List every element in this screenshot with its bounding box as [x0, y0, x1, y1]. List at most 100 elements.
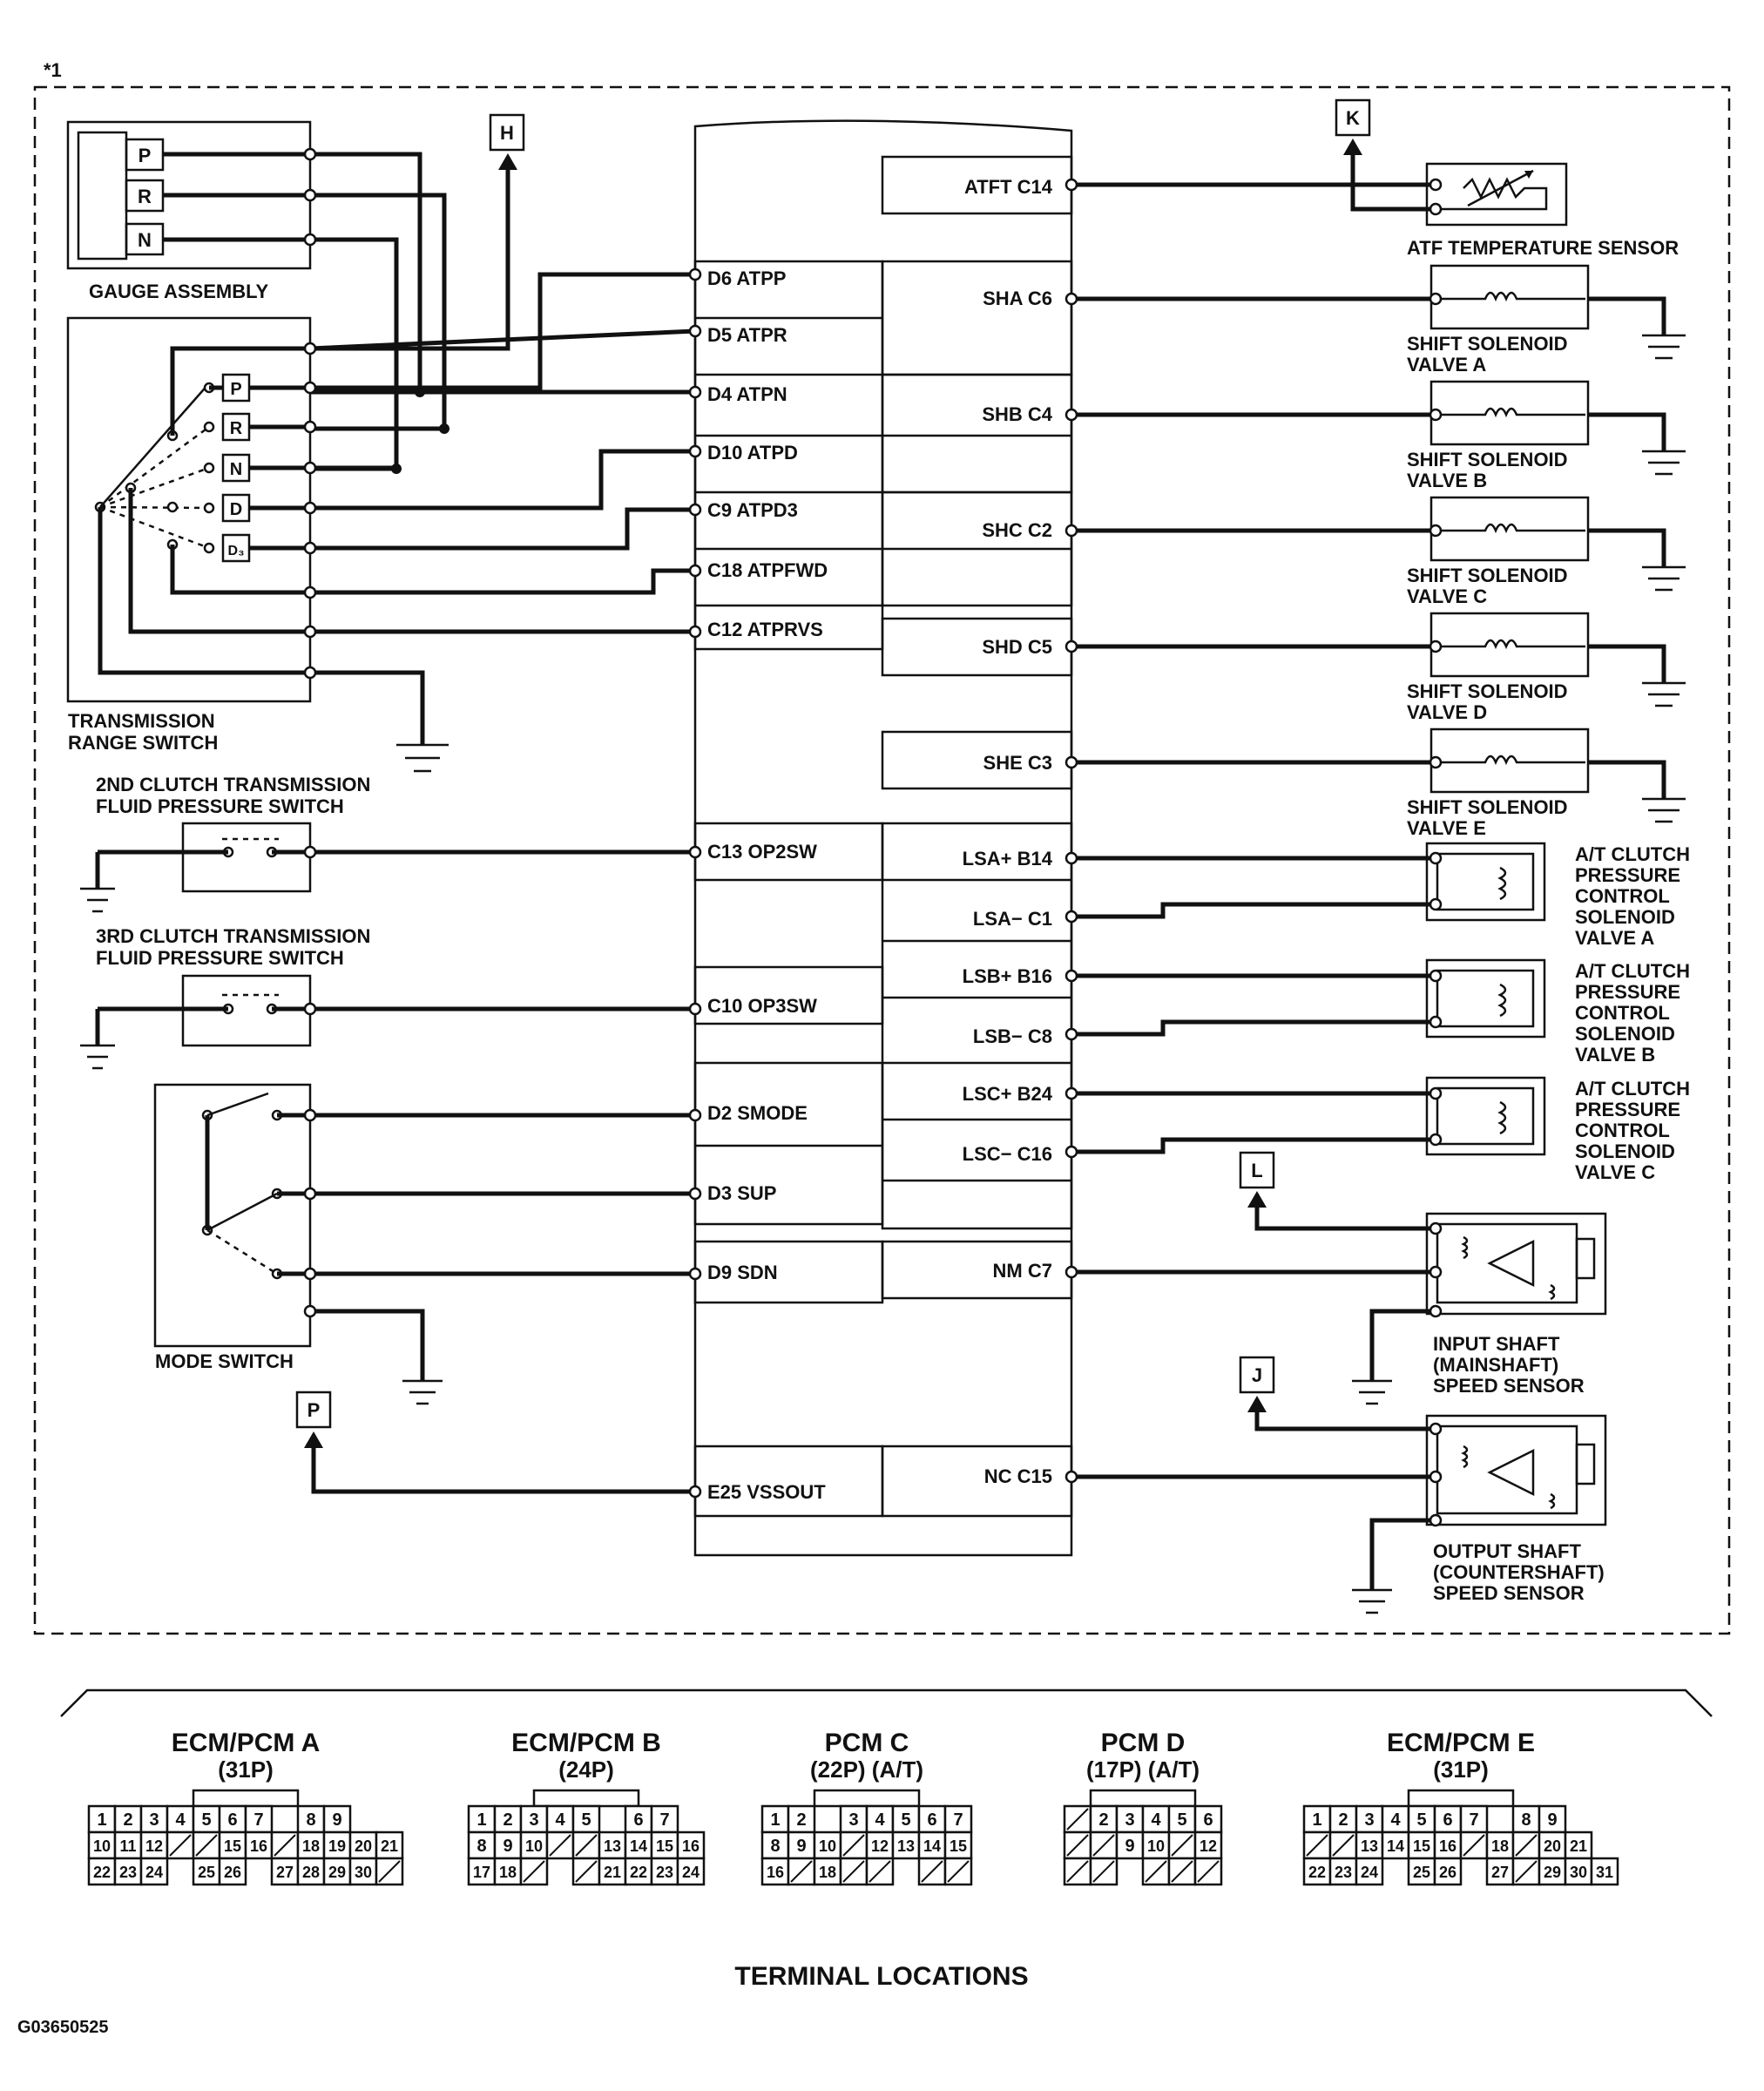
- terminal-cell: [545, 1804, 575, 1834]
- terminal-e25-vssout: E25 VSSOUT: [707, 1481, 826, 1503]
- terminal-number: 10: [93, 1837, 111, 1855]
- terminal-nc-c15: NC C15: [984, 1465, 1052, 1487]
- terminal-number: 22: [1308, 1864, 1326, 1881]
- terminal-cell: [87, 1830, 117, 1860]
- terminal-number: 1: [476, 1810, 486, 1830]
- terminal-number: 6: [227, 1810, 237, 1830]
- terminal-cell: [139, 1857, 169, 1886]
- terminal-cell: [1115, 1804, 1145, 1834]
- terminal-lsb-minus-c8: LSB− C8: [973, 1025, 1052, 1047]
- terminal-number: 13: [897, 1837, 915, 1855]
- input-shaft-line2: (MAINSHAFT): [1433, 1354, 1558, 1376]
- terminal-number: 20: [355, 1837, 372, 1855]
- terminal-number: 26: [224, 1864, 241, 1881]
- terminal-cell: [1302, 1857, 1332, 1886]
- terminal-number: 9: [796, 1837, 806, 1856]
- terminal-number: 23: [119, 1864, 137, 1881]
- terminal-number: 2: [1338, 1810, 1348, 1830]
- terminal-number: 22: [630, 1864, 647, 1881]
- dashed-frame: [33, 85, 1731, 1635]
- terminal-nm-c7: NM C7: [993, 1260, 1052, 1282]
- terminal-cell: [624, 1857, 653, 1886]
- atf-temperature-sensor: K ATF TEMPERATURE SENSOR: [1064, 98, 1679, 259]
- terminal-number: 7: [953, 1810, 963, 1830]
- terminal-number: 6: [927, 1810, 936, 1830]
- third-clutch-pressure-switch: 3RD CLUTCH TRANSMISSION FLUID PRESSURE S…: [80, 925, 702, 1070]
- terminal-number: 10: [525, 1837, 543, 1855]
- terminal-number: 2: [503, 1810, 512, 1830]
- connector-name: PCM C: [825, 1729, 909, 1757]
- terminal-number: 9: [332, 1810, 341, 1830]
- terminal-cell: [598, 1830, 627, 1860]
- gauge-pos-p: P: [139, 145, 152, 166]
- terminal-cell: [891, 1830, 921, 1860]
- terminal-number: 31: [1596, 1864, 1613, 1881]
- terminal-cell: [760, 1804, 790, 1834]
- terminal-number: 18: [499, 1864, 517, 1881]
- terminal-number: 18: [819, 1864, 836, 1881]
- terminal-number: 21: [604, 1864, 621, 1881]
- terminal-number: 9: [503, 1837, 512, 1856]
- terminal-cell: [1381, 1804, 1410, 1834]
- ecm-pcm-body: [693, 119, 1073, 1557]
- terminal-cell: [87, 1857, 117, 1886]
- terminal-c9-atpd3: C9 ATPD3: [707, 499, 798, 521]
- unused-terminal-slash: [790, 1860, 813, 1883]
- terminal-number: 5: [901, 1810, 910, 1830]
- terminal-number: 4: [1390, 1810, 1401, 1830]
- terminal-number: 16: [767, 1864, 784, 1881]
- transmission-range-switch: P R N D D₃ TRANSMISSION RANGE SWITCH: [66, 316, 312, 754]
- terminal-cell: [375, 1830, 404, 1860]
- trs-pos-d3: D₃: [228, 544, 245, 558]
- terminal-lsc-minus-c16: LSC− C16: [963, 1143, 1052, 1165]
- terminal-c10-op3sw: C10 OP3SW: [707, 995, 817, 1017]
- terminal-cell: [1381, 1830, 1410, 1860]
- gauge-pos-r: R: [138, 186, 152, 207]
- input-shaft-line3: SPEED SENSOR: [1433, 1375, 1585, 1397]
- terminal-number: 3: [1125, 1810, 1134, 1830]
- connector-name: PCM D: [1101, 1729, 1186, 1757]
- pcs-a-line1: A/T CLUTCH: [1575, 843, 1690, 865]
- terminal-cell: [1355, 1804, 1384, 1834]
- unused-terminal-slash: [1145, 1860, 1167, 1883]
- terminal-she-c3: SHE C3: [983, 752, 1052, 774]
- terminal-cell: [787, 1804, 816, 1834]
- terminal-number: 13: [1361, 1837, 1378, 1855]
- terminal-c13-op2sw: C13 OP2SW: [707, 841, 817, 863]
- terminal-number: 3: [149, 1810, 159, 1830]
- terminal-cell: [1538, 1857, 1567, 1886]
- terminal-d4-atpn: D4 ATPN: [707, 383, 787, 405]
- pcs-a-line3: CONTROL: [1575, 885, 1670, 907]
- connector-name: ECM/PCM E: [1387, 1729, 1535, 1757]
- mode-switch: MODE SWITCH: [153, 1083, 702, 1405]
- atf-sensor-label: ATF TEMPERATURE SENSOR: [1407, 237, 1679, 259]
- pressure-control-solenoid-b: A/T CLUTCH PRESSURE CONTROL SOLENOID VAL…: [1064, 958, 1690, 1066]
- output-shaft-line1: OUTPUT SHAFT: [1433, 1540, 1581, 1562]
- shift-solenoid-d-line2: VALVE D: [1407, 701, 1487, 723]
- terminal-number: 15: [656, 1837, 673, 1855]
- unused-terminal-slash: [1332, 1834, 1355, 1857]
- unused-terminal-slash: [1066, 1860, 1089, 1883]
- terminal-number: 27: [1491, 1864, 1509, 1881]
- input-shaft-line1: INPUT SHAFT: [1433, 1333, 1560, 1355]
- terminal-d2-smode: D2 SMODE: [707, 1102, 808, 1124]
- connector-h-label: H: [500, 122, 514, 144]
- connector-name: ECM/PCM A: [172, 1729, 321, 1757]
- unused-terminal-slash: [1463, 1834, 1485, 1857]
- terminal-number: 8: [1521, 1810, 1531, 1830]
- pcs-c-line1: A/T CLUTCH: [1575, 1078, 1690, 1100]
- terminal-number: 10: [819, 1837, 836, 1855]
- connector-p-label: P: [308, 1399, 321, 1421]
- terminal-number: 3: [1364, 1810, 1374, 1830]
- terminal-number: 15: [1413, 1837, 1430, 1855]
- terminal-cell: [113, 1804, 143, 1834]
- terminal-number: 15: [950, 1837, 967, 1855]
- pcs-a-line4: SOLENOID: [1575, 906, 1675, 928]
- ecm-left-terminals: D6 ATPP D5 ATPR D4 ATPN D10 ATPD C9 ATPD…: [707, 267, 828, 1503]
- terminal-number: 1: [770, 1810, 780, 1830]
- pcs-b-line3: CONTROL: [1575, 1002, 1670, 1024]
- unused-terminal-slash: [921, 1860, 943, 1883]
